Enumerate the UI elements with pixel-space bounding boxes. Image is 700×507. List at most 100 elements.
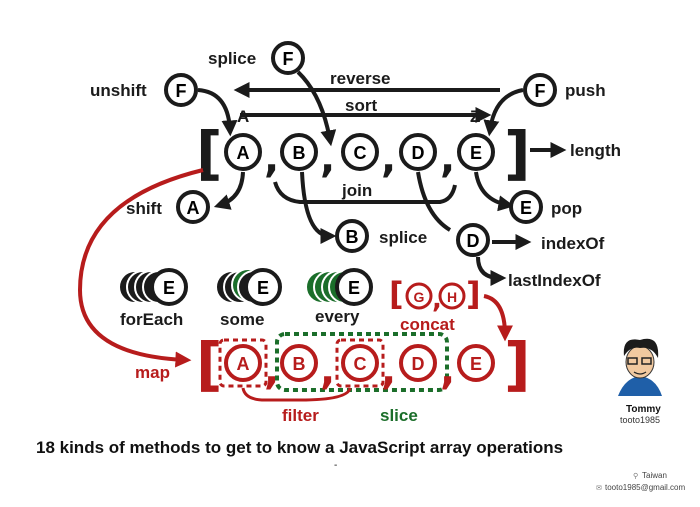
indexof-element-d (456, 223, 490, 257)
splice-top-arrow (296, 70, 337, 147)
new-element-d-text: D (412, 354, 425, 374)
avatar-glasses-right (641, 357, 652, 365)
footer-location: Taiwan (642, 471, 667, 480)
length-label: length (570, 141, 621, 160)
some-element-e-text: E (257, 278, 269, 298)
splice-mid-element-b-text: B (346, 227, 359, 247)
new-element-b-text: B (293, 354, 306, 374)
splice-top-label: splice (208, 49, 256, 68)
splice-top-element-f (271, 41, 305, 75)
every-label: every (315, 307, 360, 326)
filter-brace (241, 387, 352, 402)
new-element-e-text: E (470, 354, 482, 374)
avatar-hair (623, 338, 659, 358)
unshift-label: unshift (90, 81, 147, 100)
element-b-text: B (293, 143, 306, 163)
avatar-glasses-left (627, 357, 638, 365)
some-element-e (244, 268, 282, 306)
shift-label: shift (126, 199, 162, 218)
every-element-e (335, 268, 373, 306)
element-b (280, 133, 318, 171)
indexof-curve (416, 171, 452, 232)
comma-3: , (381, 136, 396, 182)
filter-label: filter (282, 406, 319, 425)
sort-label: sort (345, 96, 377, 115)
filter-box-c (335, 338, 385, 388)
footer-email: tooto1985@gmail.com (605, 483, 686, 492)
left-bracket: [ (196, 119, 223, 187)
splice-mid-label: splice (379, 228, 427, 247)
comma-1: , (264, 136, 279, 182)
new-element-d (399, 344, 437, 382)
pop-element-e-text: E (520, 198, 532, 218)
splice-top-element-f-text: F (283, 49, 294, 69)
avatar-mouth (633, 371, 647, 375)
avatar-shirt (618, 376, 662, 396)
shift-arrow (213, 171, 245, 210)
element-e (457, 133, 495, 171)
author-name: Tommy (626, 404, 661, 415)
map-arrow (77, 168, 204, 368)
concat-left-bracket: [ (389, 275, 404, 313)
filter-box-a (218, 338, 268, 388)
element-e-text: E (470, 143, 482, 163)
new-comma-4: , (440, 348, 455, 394)
shift-element-a (176, 190, 210, 224)
shift-element-a-text: A (187, 198, 200, 218)
avatar-face (625, 345, 655, 379)
concat-comma: , (432, 285, 442, 315)
some-stack: E (215, 268, 282, 306)
concat-label: concat (400, 315, 455, 334)
lastindexof-arrow (476, 256, 507, 286)
comma-2: , (320, 136, 335, 182)
new-element-a (224, 344, 262, 382)
concat-right-bracket: ] (466, 275, 481, 313)
indexof-label: indexOf (541, 234, 605, 253)
author-handle: tooto1985 (620, 415, 660, 425)
range-start-label: A (237, 107, 249, 126)
slice-label: slice (380, 406, 418, 425)
element-c-text: C (354, 143, 367, 163)
push-arrow (483, 88, 524, 137)
concat-arrow (483, 294, 513, 342)
new-right-bracket: ] (504, 330, 531, 398)
new-element-c-text: C (354, 354, 367, 374)
push-label: push (565, 81, 606, 100)
every-stack: E (305, 268, 373, 306)
slice-box (275, 332, 449, 392)
unshift-arrow (197, 88, 238, 137)
pop-element-e (509, 190, 543, 224)
new-element-b (280, 344, 318, 382)
concat-element-g (405, 282, 433, 310)
diagram-title: 18 kinds of methods to get to know a Jav… (36, 438, 563, 457)
diagram-subtitle: - (334, 460, 337, 471)
concat-element-h (438, 282, 466, 310)
splice-mid-element-b (335, 219, 369, 253)
element-a-text: A (237, 143, 250, 163)
foreach-element-e-text: E (163, 278, 175, 298)
comma-4: , (440, 136, 455, 182)
author-avatar (618, 338, 662, 396)
join-bracket (273, 181, 457, 204)
mail-icon: ✉ (596, 484, 602, 492)
location-pin-icon: ⚲ (633, 472, 638, 480)
range-end-label: Z (470, 107, 480, 126)
foreach-label: forEach (120, 310, 183, 329)
new-element-e (457, 344, 495, 382)
reverse-label: reverse (330, 69, 391, 88)
concat-element-g-text: G (414, 289, 425, 305)
some-label: some (220, 310, 264, 329)
pop-arrow (474, 171, 515, 212)
new-left-bracket: [ (196, 330, 223, 398)
unshift-element-f (164, 73, 198, 107)
pop-label: pop (551, 199, 582, 218)
splice-mid-arrow (300, 171, 337, 244)
lastindexof-label: lastIndexOf (508, 271, 601, 290)
push-element-f-text: F (535, 81, 546, 101)
new-comma-3: , (381, 348, 396, 394)
new-element-c (341, 344, 379, 382)
foreach-stack: E (118, 268, 188, 306)
foreach-element-e (150, 268, 188, 306)
new-comma-2: , (320, 348, 335, 394)
every-element-e-text: E (348, 278, 360, 298)
